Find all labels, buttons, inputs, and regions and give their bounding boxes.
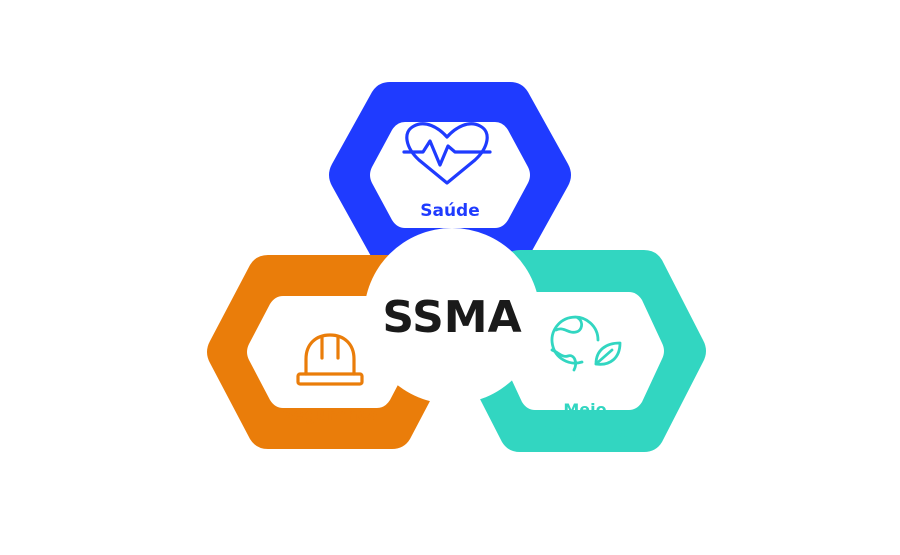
center-circle: [364, 228, 540, 404]
hexagon-saude-ring: [329, 82, 571, 268]
label-seguranca: Segurança: [282, 405, 378, 424]
hard-hat-icon: [296, 333, 364, 386]
heart-pulse-icon: [402, 122, 492, 185]
center-title: SSMA: [382, 292, 521, 343]
globe-leaf-icon: [550, 315, 622, 372]
center-node: SSMA: [364, 228, 540, 404]
hexagon-saude: Saúde: [329, 82, 571, 268]
label-saude: Saúde: [420, 201, 480, 221]
label-ambiente: Ambiente: [542, 422, 629, 441]
label-meio: Meio: [563, 400, 606, 419]
